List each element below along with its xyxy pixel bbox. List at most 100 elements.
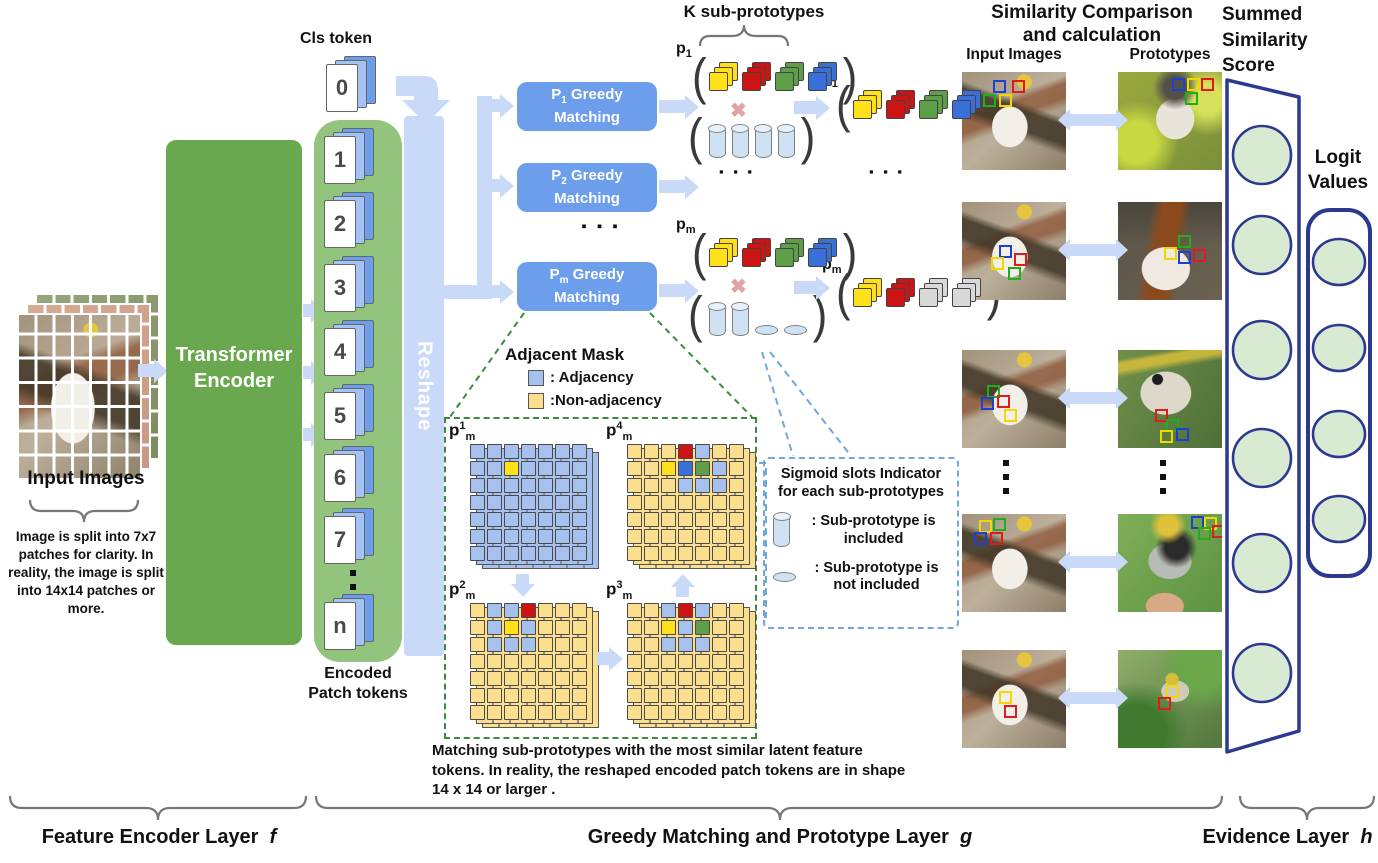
summed-score-node [1231, 642, 1293, 704]
red-patch-marker [1211, 524, 1222, 538]
mask-cell [555, 705, 570, 720]
blue-patch-marker [1178, 251, 1192, 264]
summed-score-node [1231, 319, 1293, 381]
mask-cell [712, 461, 727, 476]
mask-cell [572, 637, 587, 652]
mask-cell [644, 478, 659, 493]
mask-cell [504, 512, 519, 527]
mask-cell [487, 478, 502, 493]
mask-cell [470, 671, 485, 686]
mask-cell [521, 546, 536, 561]
mask-cell [695, 495, 710, 510]
mask-cell [661, 546, 676, 561]
adjacent-mask-title: Adjacent Mask [505, 345, 625, 364]
mask-cell [729, 529, 744, 544]
mask-cell [504, 671, 519, 686]
mask-cell [627, 478, 642, 493]
mask-cell [487, 671, 502, 686]
ellipsis-row-right: ▪ ▪ ▪ [868, 164, 906, 179]
logit-value-node [1311, 323, 1367, 373]
mask-cell [470, 444, 485, 459]
mask-cell [555, 512, 570, 527]
mask-cell [729, 620, 744, 635]
mask-cell [487, 620, 502, 635]
included-slot-icon [731, 123, 750, 158]
mask-grid-p3m [627, 603, 757, 729]
mask-cell [572, 688, 587, 703]
mask-cell [504, 495, 519, 510]
patch-token-3: 3 [324, 256, 388, 314]
mask-cell [538, 603, 553, 618]
mask-cell [487, 688, 502, 703]
mask-cell [487, 461, 502, 476]
arrow-p1-out [659, 100, 685, 113]
mask-cell [712, 671, 727, 686]
mask-cell [627, 495, 642, 510]
mask-cell [555, 546, 570, 561]
encoded-patch-tokens-label: Encoded Patch tokens [308, 665, 408, 702]
mask-cell [661, 461, 676, 476]
mask-cell [729, 461, 744, 476]
red-patch-marker [1014, 252, 1027, 266]
green-patch-marker [982, 93, 996, 107]
mask-cell [572, 444, 587, 459]
multiply-icon: ✖ [730, 276, 747, 298]
mask-cell [661, 529, 676, 544]
mask-cell [661, 671, 676, 686]
mask-cell [661, 620, 676, 635]
paren-open-icon: ( [688, 109, 703, 166]
paren-close-icon: ) [842, 49, 858, 106]
mask-cell [504, 529, 519, 544]
mask-cell [661, 705, 676, 720]
similarity-double-arrow [1070, 244, 1116, 256]
yellow-patch-marker [1159, 430, 1173, 444]
red-subprototype-chip [885, 90, 917, 121]
mask-cell [538, 461, 553, 476]
mask-cell [712, 546, 727, 561]
mask-cell [627, 529, 642, 544]
excluded-slot-icon [783, 325, 807, 335]
ellipsis-between-boxes: ▪ ▪ ▪ [581, 218, 621, 235]
mask-cell [521, 654, 536, 669]
mask-cell [712, 705, 727, 720]
red-patch-marker [1155, 408, 1169, 422]
mask-cell [572, 478, 587, 493]
summed-score-node [1231, 532, 1293, 594]
mask-cell [555, 620, 570, 635]
mask-cell [487, 529, 502, 544]
arrow-encoder-to-tokens-3 [303, 428, 311, 441]
mask-cell [572, 603, 587, 618]
mask-cell [678, 671, 693, 686]
blue-subprototype-chip [807, 238, 839, 269]
red-patch-marker [1011, 79, 1025, 93]
mask-cell [504, 478, 519, 493]
sigmoid-indicator-box: Sigmoid slots Indicator for each sub-pro… [763, 457, 959, 629]
arrow-to-p2-box [490, 179, 500, 192]
mask-cell [627, 654, 642, 669]
evidence-nodes [1231, 124, 1367, 704]
mask-cell [470, 637, 485, 652]
arrow-p1-result [794, 101, 816, 114]
mask-cell [712, 688, 727, 703]
mask-cell [678, 654, 693, 669]
mask-cell [729, 546, 744, 561]
blue-subprototype-chip [807, 62, 839, 93]
mask-cell [712, 637, 727, 652]
green-patch-marker [1178, 235, 1192, 249]
mask-cell [572, 620, 587, 635]
mask-cell [712, 654, 727, 669]
mask-cell [729, 705, 744, 720]
patch-token-4: 4 [324, 320, 388, 378]
p1-subprototype-group: () [692, 49, 858, 106]
input-images-label: Input Images [27, 468, 145, 489]
vertical-ellipsis-proto [1160, 460, 1166, 494]
pm-out-label: pm [822, 256, 842, 277]
mask-cell [555, 654, 570, 669]
sigmoid-title: Sigmoid slots Indicator for each sub-pro… [778, 466, 944, 501]
mask-cell [521, 603, 536, 618]
mask-cell [538, 620, 553, 635]
mask-cell [627, 603, 642, 618]
reshape-label: Reshape [413, 340, 436, 432]
yellow-patch-marker [1165, 685, 1179, 699]
